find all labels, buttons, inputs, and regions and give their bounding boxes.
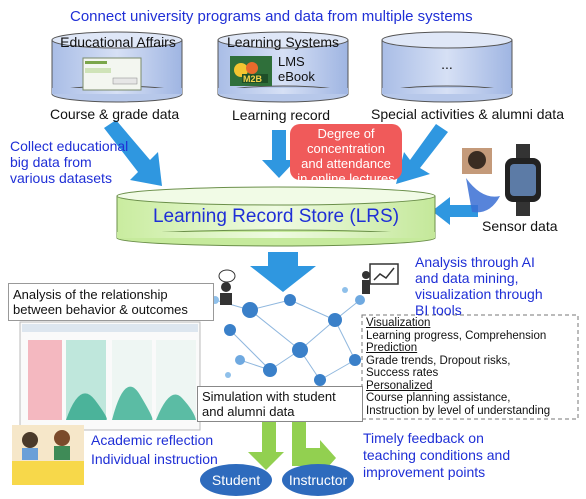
student-label: Student bbox=[211, 472, 261, 488]
dashboard-thumbnail bbox=[19, 321, 201, 431]
student-illustration bbox=[12, 425, 84, 485]
feature-prediction-title: Prediction bbox=[366, 342, 418, 354]
arrow-learning-record bbox=[262, 130, 296, 178]
instructor-label: Instructor bbox=[288, 472, 348, 488]
arrow-special bbox=[396, 124, 448, 184]
arrow-to-student bbox=[248, 422, 284, 470]
student-oval bbox=[200, 464, 272, 496]
db-cylinder-other bbox=[381, 31, 513, 103]
db-cylinder-learning-systems: M2B bbox=[217, 31, 349, 103]
features-list: Visualization Learning progress, Compreh… bbox=[366, 317, 578, 417]
arrow-collect bbox=[104, 120, 162, 186]
sensor-label: Sensor data bbox=[482, 218, 558, 234]
header-title: Connect university programs and data fro… bbox=[70, 8, 473, 25]
network-nodes bbox=[211, 287, 365, 386]
caption-learning-record: Learning record bbox=[232, 107, 331, 123]
lrs-label: Learning Record Store (LRS) bbox=[152, 206, 400, 227]
caption-course-grade: Course & grade data bbox=[50, 106, 180, 122]
feature-personalized-title: Personalized bbox=[366, 379, 433, 392]
network-graph bbox=[214, 299, 361, 381]
svg-text:M2B: M2B bbox=[243, 74, 263, 84]
db-label-learning-systems: Learning Systems bbox=[226, 34, 340, 50]
db-cylinder-educational-affairs bbox=[51, 31, 183, 103]
thinking-person-icon bbox=[218, 269, 236, 305]
presenter-icon bbox=[362, 263, 399, 294]
arrow-down-analysis bbox=[250, 252, 316, 292]
arrow-to-instructor bbox=[292, 422, 336, 476]
db-label-educational-affairs: Educational Affairs bbox=[60, 34, 176, 50]
features-box bbox=[361, 314, 579, 420]
online-note-badge bbox=[290, 124, 402, 180]
instructor-oval bbox=[282, 464, 354, 496]
caption-special: Special activities & alumni data bbox=[371, 106, 564, 122]
db-label-other: ... bbox=[441, 56, 453, 72]
lrs-cylinder bbox=[116, 186, 436, 247]
arrow-sensor bbox=[432, 197, 478, 225]
sensor-image bbox=[462, 144, 541, 216]
feature-visualization-title: Visualization bbox=[366, 317, 431, 329]
